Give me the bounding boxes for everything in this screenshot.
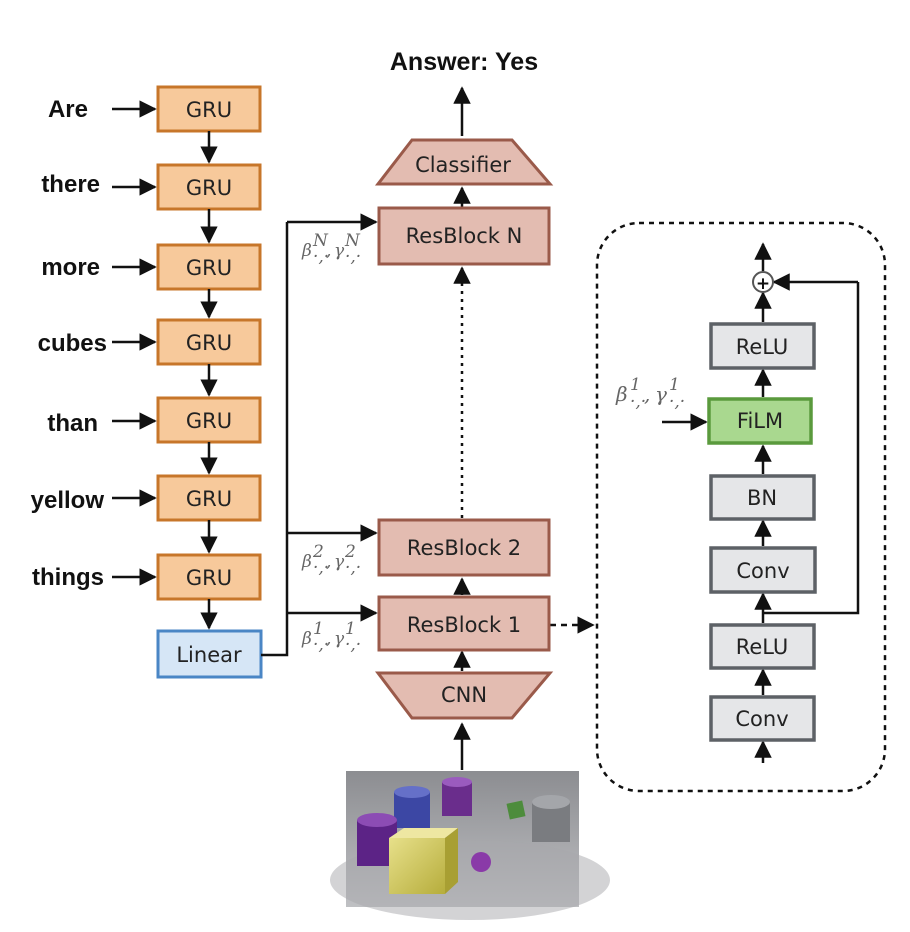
- film-param-1-gamma: γ: [334, 629, 345, 649]
- gru-box-5: [156, 396, 262, 444]
- cnn-block: [374, 671, 554, 720]
- gru-label-3: GRU: [186, 256, 232, 280]
- film-param-1-gamma-sub: ·,·: [345, 635, 361, 655]
- detail-conv-mid: [709, 546, 817, 594]
- gru-box-7: [156, 553, 262, 601]
- detail-param-gamma-sub: ·,·: [669, 392, 685, 412]
- resblock-n: [377, 206, 551, 266]
- answer-label: Answer: Yes: [390, 48, 538, 76]
- question-word-5: than: [47, 410, 98, 437]
- question-word-3: more: [41, 254, 100, 281]
- resblock-2-label: ResBlock 2: [407, 536, 521, 560]
- resblock-1: [377, 595, 551, 652]
- film-param-label-1: β 1 ·,· , γ 1 ·,·: [301, 619, 361, 655]
- sum-node: [752, 271, 774, 293]
- question-word-7: things: [32, 564, 104, 591]
- detail-param-beta-sup: 1: [630, 375, 641, 395]
- film-param-1-beta: β: [301, 629, 312, 649]
- gru-box-3: [156, 243, 262, 291]
- sum-symbol: +: [756, 274, 770, 294]
- film-param-2-gamma: γ: [334, 552, 345, 572]
- film-param-n-beta-sup: N: [312, 231, 329, 251]
- film-param-2-sep: ,: [326, 552, 331, 572]
- question-word-6: yellow: [31, 487, 105, 514]
- center-arrows: [453, 86, 595, 770]
- gru-box-6: [156, 474, 262, 522]
- cnn-label: CNN: [441, 683, 487, 707]
- detail-film-param-label: β 1 ·,· , γ 1 ·,·: [615, 375, 685, 412]
- gru-box-2: [156, 163, 262, 211]
- detail-bn: [709, 474, 816, 521]
- resblock-detail-frame: [595, 221, 887, 793]
- gru-label-6: GRU: [186, 487, 232, 511]
- film-param-1-gamma-sup: 1: [345, 619, 356, 639]
- gru-label-4: GRU: [186, 331, 232, 355]
- resblock-2: [377, 518, 551, 577]
- word-to-gru-arrows: [112, 100, 157, 586]
- gru-label-1: GRU: [186, 98, 232, 122]
- detail-relu-mid: [709, 623, 816, 670]
- detail-bn-label: BN: [747, 486, 777, 510]
- question-word-1: Are: [48, 96, 88, 123]
- detail-arrows: [662, 242, 860, 763]
- detail-conv-mid-label: Conv: [736, 559, 789, 583]
- film-param-1-beta-sup: 1: [313, 619, 324, 639]
- input-scene-image: [330, 771, 610, 920]
- resblock-n-label: ResBlock N: [406, 224, 523, 248]
- film-param-label-2: β 2 ·,· , γ 2 ·,·: [301, 542, 361, 578]
- film-param-2-gamma-sup: 2: [344, 542, 356, 562]
- gru-label-7: GRU: [186, 566, 232, 590]
- film-param-1-beta-sub: ·,·: [313, 635, 329, 655]
- film-param-n-gamma-sub: ·,·: [345, 247, 361, 267]
- film-param-2-beta-sup: 2: [312, 542, 324, 562]
- detail-param-beta: β: [615, 382, 628, 406]
- film-param-routing: [261, 213, 378, 657]
- detail-param-gamma: γ: [655, 382, 667, 406]
- film-param-2-gamma-sub: ·,·: [345, 558, 361, 578]
- film-param-label-n: β N ·,· , γ N ·,·: [301, 231, 361, 267]
- gru-box-4: [156, 318, 262, 366]
- detail-param-beta-sub: ·,·: [630, 392, 646, 412]
- gru-label-2: GRU: [186, 176, 232, 200]
- film-param-n-gamma-sup: N: [344, 231, 361, 251]
- film-param-n-sep: ,: [326, 241, 331, 261]
- film-param-n-beta-sub: ·,·: [313, 247, 329, 267]
- film-param-2-beta: β: [301, 552, 312, 572]
- classifier-block: [374, 138, 554, 186]
- detail-relu-top: [709, 322, 816, 370]
- detail-conv-bottom-label: Conv: [735, 707, 788, 731]
- detail-param-sep: ,: [644, 382, 650, 406]
- film-param-n-beta: β: [301, 241, 312, 261]
- detail-relu-top-label: ReLU: [736, 335, 789, 359]
- resblock-1-label: ResBlock 1: [407, 613, 521, 637]
- detail-relu-mid-label: ReLU: [736, 635, 789, 659]
- film-param-1-sep: ,: [326, 629, 331, 649]
- detail-film-label: FiLM: [737, 409, 783, 433]
- film-param-n-gamma: γ: [334, 241, 345, 261]
- gru-label-5: GRU: [186, 409, 232, 433]
- detail-film: [707, 397, 813, 445]
- linear-label: Linear: [176, 643, 242, 667]
- question-word-4: cubes: [38, 330, 107, 357]
- question-word-2: there: [41, 171, 100, 198]
- detail-param-gamma-sup: 1: [669, 375, 680, 395]
- film-param-2-beta-sub: ·,·: [313, 558, 329, 578]
- classifier-label: Classifier: [415, 153, 511, 177]
- detail-conv-bottom: [709, 695, 816, 742]
